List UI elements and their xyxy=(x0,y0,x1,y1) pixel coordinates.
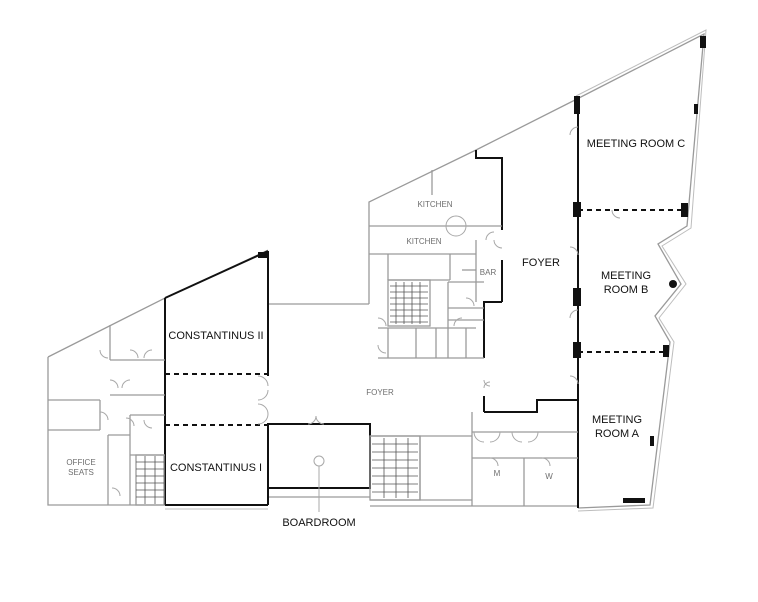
label-office-seats-line1: OFFICE xyxy=(66,458,95,467)
office-walls xyxy=(48,325,165,506)
kitchen-core xyxy=(369,170,503,359)
label-restroom-m: M xyxy=(494,469,501,478)
restrooms xyxy=(471,412,578,506)
label-meeting-room-a-line1: MEETING xyxy=(592,414,642,426)
label-meeting-room-b-line1: MEETING xyxy=(601,270,651,282)
label-foyer-main: FOYER xyxy=(522,257,560,269)
label-office-seats-line2: SEATS xyxy=(68,468,94,477)
label-boardroom: BOARDROOM xyxy=(282,517,355,529)
label-meeting-room-c: MEETING ROOM C xyxy=(587,138,685,150)
label-kitchen-upper: KITCHEN xyxy=(417,200,452,209)
label-kitchen-lower: KITCHEN xyxy=(406,237,441,246)
room-labels: MEETING ROOM C MEETING ROOM B MEETING RO… xyxy=(66,138,685,529)
label-bar: BAR xyxy=(480,268,497,277)
label-constantinus-ii: CONSTANTINUS II xyxy=(168,330,263,342)
label-meeting-room-a-line2: ROOM A xyxy=(595,428,640,440)
label-restroom-w: W xyxy=(545,472,553,481)
constantinus-walls xyxy=(164,251,269,506)
label-foyer-center: FOYER xyxy=(366,388,394,397)
exterior-walls xyxy=(47,29,707,512)
label-constantinus-i: CONSTANTINUS I xyxy=(170,462,262,474)
label-meeting-room-b-line2: ROOM B xyxy=(604,284,649,296)
east-wing-walls xyxy=(475,36,706,508)
